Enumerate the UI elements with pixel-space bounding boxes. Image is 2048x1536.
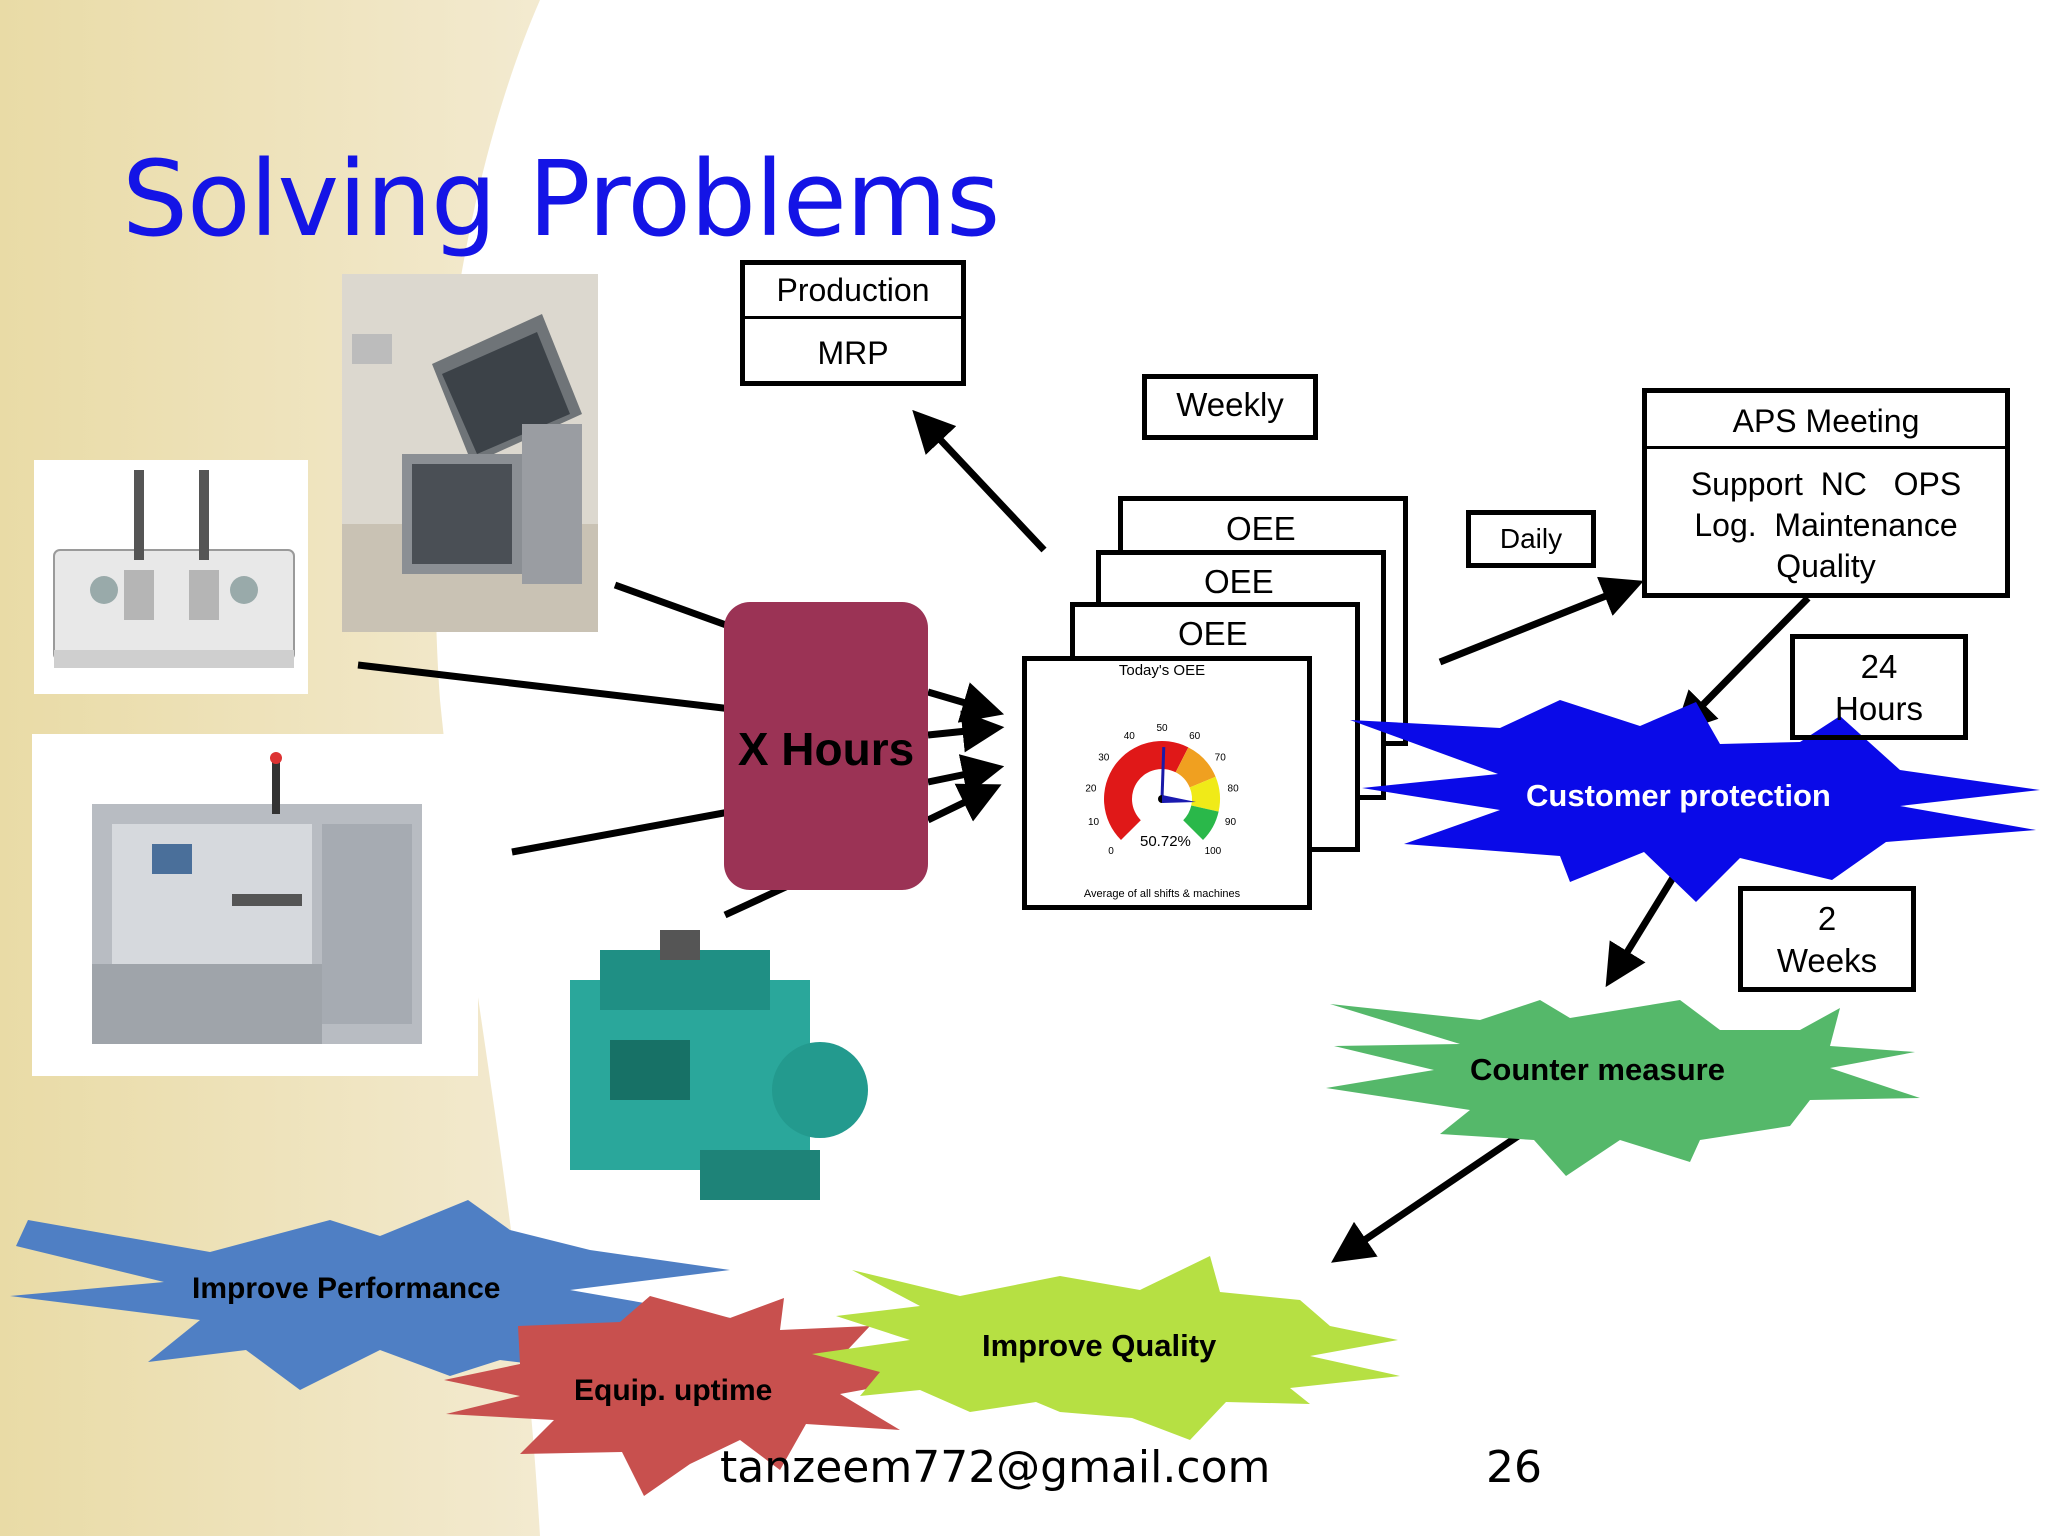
gauge-tick-label: 30 xyxy=(1098,753,1110,764)
gauge-tick-label: 100 xyxy=(1205,846,1222,857)
gauge-band-red xyxy=(1104,741,1189,841)
daily-box xyxy=(1466,510,1596,568)
counter-measure-burst xyxy=(1326,1000,1920,1176)
customer-protection-burst xyxy=(1350,700,2040,902)
production-label: Production xyxy=(776,272,930,308)
gauge-tick-label: 0 xyxy=(1108,846,1114,857)
customer-protection-label: Customer protection xyxy=(1526,778,1831,813)
weekly-label: Weekly xyxy=(1176,386,1284,423)
gauge-tick-label: 60 xyxy=(1189,731,1201,742)
improve-quality-burst xyxy=(812,1256,1400,1440)
x-hours-box xyxy=(724,602,928,890)
gauge-tick-label: 80 xyxy=(1228,784,1240,795)
gauge-tick-label: 90 xyxy=(1225,817,1237,828)
gauge-needle xyxy=(1160,746,1166,800)
gauge-value: 50.72% xyxy=(1140,833,1191,850)
footer-email: tanzeem772@gmail.com xyxy=(720,1442,1271,1493)
oee-card-front-label: OEE xyxy=(1178,615,1248,652)
aps-line-2: Log. Maintenance xyxy=(1694,507,1958,543)
gauge-tick-label: 10 xyxy=(1088,817,1100,828)
weeks-2-number: 2 xyxy=(1817,900,1837,937)
oee-card-back-label: OEE xyxy=(1226,510,1296,547)
improve-quality-label: Improve Quality xyxy=(982,1328,1217,1363)
gauge-caption: Average of all shifts & machines xyxy=(1083,888,1241,900)
aps-divider xyxy=(1646,446,2006,449)
page-number: 26 xyxy=(1486,1442,1542,1493)
weeks-2-unit: Weeks xyxy=(1776,942,1878,979)
hours-24-box xyxy=(1790,634,1968,740)
gauge-band-orange xyxy=(1175,747,1216,788)
oee-card-middle-label: OEE xyxy=(1204,563,1274,600)
equip-uptime-burst xyxy=(444,1296,938,1496)
gauge-tick-label: 50 xyxy=(1156,723,1168,734)
production-mrp-divider xyxy=(744,316,962,319)
machine-photo-cnc-lathe xyxy=(32,734,478,1076)
gauge-tick-label: 70 xyxy=(1215,753,1227,764)
gauge-pointer xyxy=(1162,795,1196,803)
x-hours-label: X Hours xyxy=(737,723,915,775)
mrp-label: MRP xyxy=(817,335,889,371)
gauge-tick-label: 40 xyxy=(1124,731,1136,742)
daily-label: Daily xyxy=(1499,523,1563,554)
slide-title: Solving Problems xyxy=(122,138,1000,260)
oee-gauge: 0 10 20 30 40 50 60 70 80 90 100 xyxy=(1085,723,1240,857)
aps-meeting-box xyxy=(1642,388,2010,598)
gauge-title: Today's OEE xyxy=(1118,662,1206,679)
aps-title: APS Meeting xyxy=(1732,403,1920,439)
machine-photo-test-rig xyxy=(342,274,598,632)
gauge-band-green xyxy=(1183,805,1219,841)
weeks-2-box xyxy=(1738,886,1916,992)
hours-24-number: 24 xyxy=(1860,648,1898,685)
equip-uptime-label: Equip. uptime xyxy=(574,1374,773,1407)
oee-gauge-card xyxy=(1022,656,1312,910)
machine-photo-die-cutter xyxy=(540,920,892,1210)
counter-measure-label: Counter measure xyxy=(1470,1052,1725,1087)
aps-line-3: Quality xyxy=(1776,548,1876,584)
aps-line-1: Support NC OPS xyxy=(1690,466,1962,502)
production-mrp-box xyxy=(740,260,966,386)
hours-24-unit: Hours xyxy=(1834,690,1924,727)
weekly-box xyxy=(1142,374,1318,440)
gauge-band-yellow xyxy=(1189,776,1220,812)
machine-photo-espresso xyxy=(34,460,308,694)
gauge-tick-label: 20 xyxy=(1085,784,1097,795)
improve-performance-label: Improve Performance xyxy=(192,1272,501,1305)
